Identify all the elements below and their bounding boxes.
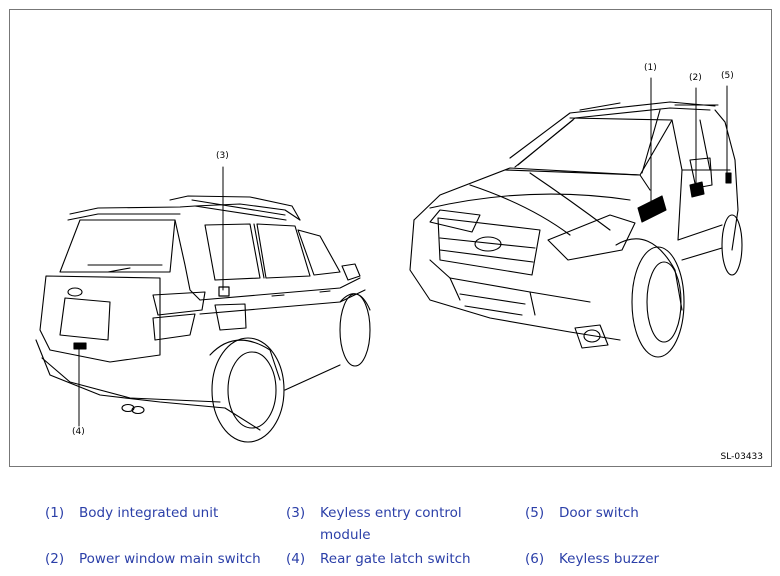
callout-leaders xyxy=(78,77,728,427)
figure-code: SL-03433 xyxy=(720,452,763,462)
legend-label: Keyless entry control xyxy=(320,505,462,521)
legend-label: Body integrated unit xyxy=(79,505,219,521)
legend-label: Door switch xyxy=(559,505,639,521)
legend-number: (5) xyxy=(525,505,545,521)
legend-number: (3) xyxy=(286,505,306,521)
legend-number: (1) xyxy=(45,505,65,521)
callout-1: (1) xyxy=(644,63,657,73)
legend-number: (4) xyxy=(286,551,306,567)
front-vehicle-drawing xyxy=(409,101,743,358)
legend-label-line2: module xyxy=(320,527,371,543)
legend-number: (6) xyxy=(525,551,545,567)
diagram-figure: (1) (2) (5) (3) (4) SL-03433 xyxy=(9,9,772,467)
legend-label: Rear gate latch switch xyxy=(320,551,471,567)
callout-3: (3) xyxy=(216,151,229,161)
vehicle-illustration xyxy=(35,77,743,443)
callout-2: (2) xyxy=(689,73,702,83)
callout-4: (4) xyxy=(72,427,85,437)
rear-vehicle-drawing xyxy=(35,195,371,443)
legend-label: Keyless buzzer xyxy=(559,551,660,567)
legend-number: (2) xyxy=(45,551,65,567)
legend-label: Power window main switch xyxy=(79,551,261,567)
callout-5: (5) xyxy=(721,71,734,81)
